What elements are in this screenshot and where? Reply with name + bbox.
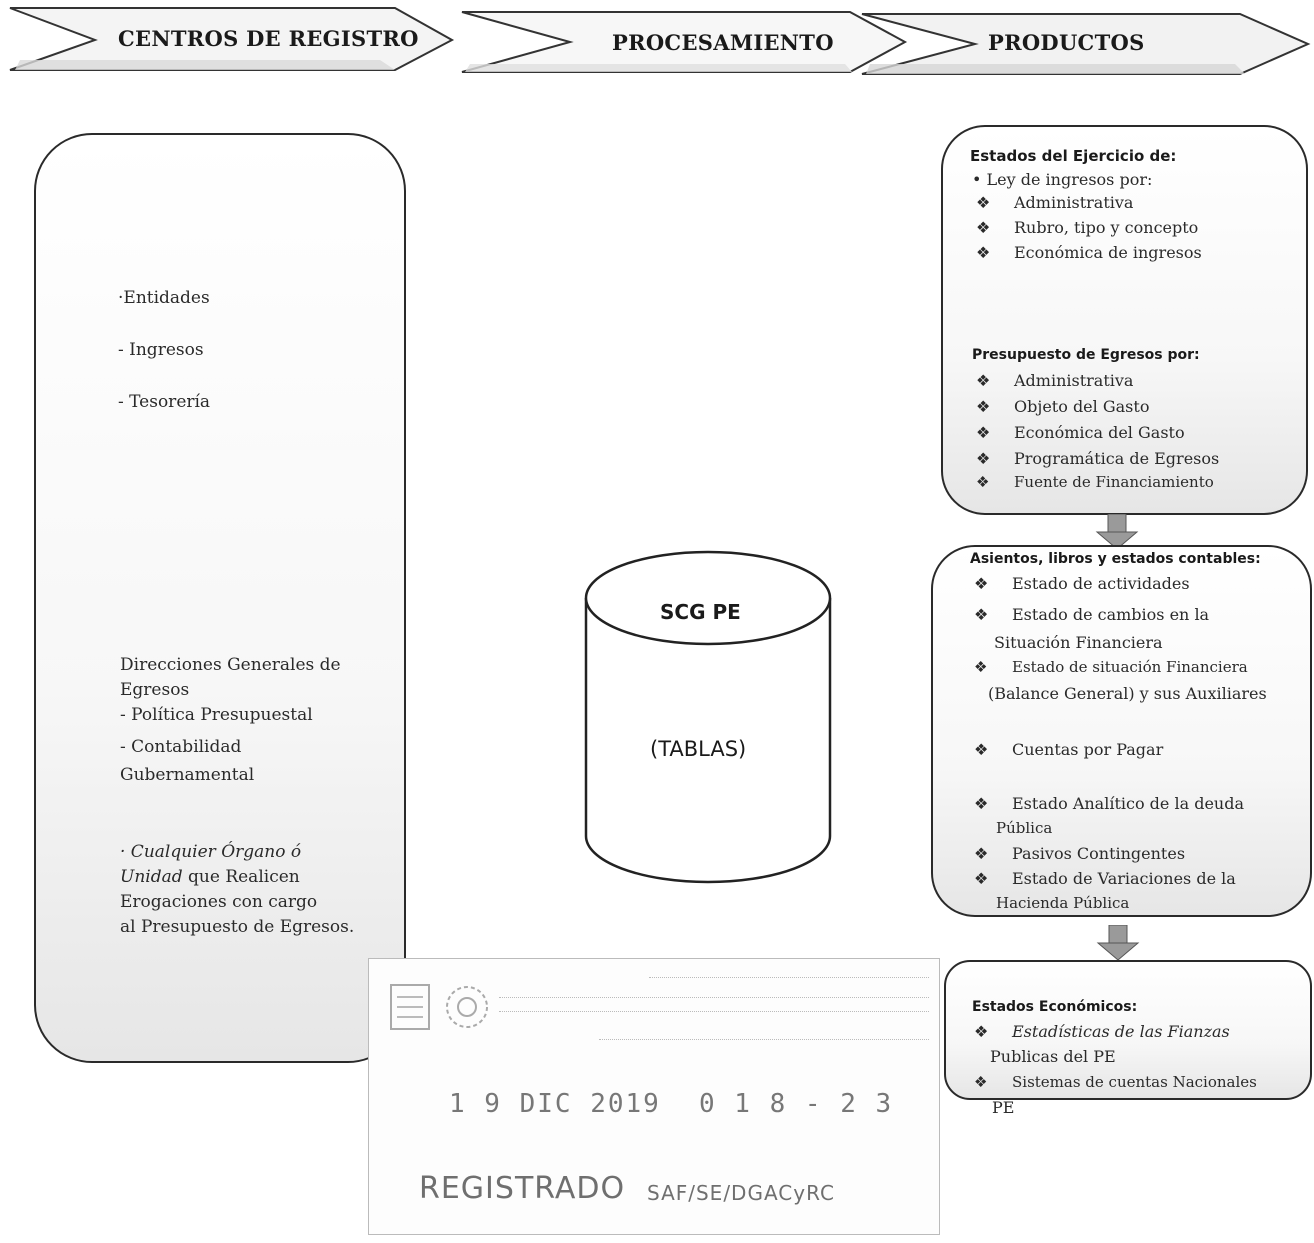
- estados-del-ejercicio-box: [941, 125, 1308, 515]
- stamp-small-text-4: [599, 1039, 929, 1043]
- bullet-icon: ❖: [974, 794, 989, 813]
- contabilidad-line2: Gubernamental: [120, 765, 255, 785]
- cualquier-organo: · Cualquier Órgano ó: [120, 842, 302, 862]
- seal-logo-icon: [390, 984, 488, 1030]
- direcciones-line2: Egresos: [120, 680, 190, 700]
- unidad-italic: Unidad: [120, 867, 183, 887]
- box1-title: Estados del Ejercicio de:: [970, 147, 1177, 165]
- box1-pres-item-0: ❖Administrativa: [976, 371, 1134, 390]
- stamp-small-text-2: [499, 997, 929, 1001]
- box3-item-2a: ❖Sistemas de cuentas Nacionales: [974, 1073, 1257, 1091]
- bullet-icon: ❖: [976, 243, 991, 262]
- bullet-icon: ❖: [976, 218, 991, 237]
- centros-de-registro-box: [34, 133, 406, 1063]
- bullet-icon: ❖: [976, 473, 990, 491]
- contabilidad-line1: - Contabilidad: [120, 737, 242, 757]
- box1-ley-item-0: ❖Administrativa: [976, 193, 1134, 212]
- down-arrow-icon: [1096, 925, 1140, 961]
- box1-presupuesto-title: Presupuesto de Egresos por:: [972, 347, 1200, 363]
- stamp-registrado: REGISTRADO: [419, 1171, 626, 1206]
- stamp-folio: 0 1 8 - 2 3: [699, 1089, 894, 1119]
- box2-item-7a: ❖Estado de Variaciones de la: [974, 869, 1236, 888]
- database-cylinder-icon: [584, 550, 832, 884]
- bullet-icon: ❖: [974, 658, 988, 676]
- stamp-date: 1 9 DIC 2019: [449, 1089, 661, 1119]
- box2-item-4: ❖Cuentas por Pagar: [974, 740, 1164, 759]
- box2-item-2b: Situación Financiera: [994, 633, 1163, 652]
- header-arrows: [9, 7, 1311, 75]
- stamp-small-text-3: [499, 1011, 929, 1015]
- bullet-icon: ❖: [974, 1022, 989, 1041]
- box1-ley-item-2: ❖Económica de ingresos: [976, 243, 1202, 262]
- bullet-icon: ❖: [974, 574, 989, 593]
- asientos-libros-box: [931, 545, 1312, 917]
- que-realicen: que Realicen: [182, 867, 300, 887]
- item-ingresos: - Ingresos: [118, 340, 204, 360]
- bullet-icon: ❖: [976, 397, 991, 416]
- bullet-icon: ❖: [974, 869, 989, 888]
- step-centros-de-registro-label: CENTROS DE REGISTRO: [118, 26, 419, 51]
- box1-ley: • Ley de ingresos por:: [972, 170, 1153, 189]
- box2-item-5b: Pública: [996, 819, 1053, 837]
- box2-item-1: ❖Estado de actividades: [974, 574, 1190, 593]
- box2-item-2a: ❖Estado de cambios en la: [974, 605, 1210, 624]
- bullet-icon: ❖: [976, 423, 991, 442]
- box3-title: Estados Económicos:: [972, 999, 1138, 1015]
- box2-item-6: ❖Pasivos Contingentes: [974, 844, 1186, 863]
- box1-pres-item-4: ❖Fuente de Financiamiento: [976, 473, 1214, 491]
- step-procesamiento-label: PROCESAMIENTO: [612, 30, 834, 55]
- direcciones-line1: Direcciones Generales de: [120, 655, 341, 675]
- unidad-line: Unidad que Realicen: [120, 866, 300, 889]
- item-tesoreria: - Tesorería: [118, 392, 211, 412]
- box3-item-1b: Publicas del PE: [990, 1047, 1116, 1066]
- stamp-office: SAF/SE/DGACyRC: [647, 1181, 835, 1205]
- database-subtitle: (TABLAS): [650, 737, 747, 761]
- bullet-icon: ❖: [976, 449, 991, 468]
- bullet-icon: ❖: [974, 740, 989, 759]
- bullet-icon: ❖: [974, 605, 989, 624]
- bullet-icon: ❖: [974, 844, 989, 863]
- step-productos-label: PRODUCTOS: [988, 30, 1145, 55]
- registration-stamp: 1 9 DIC 2019 0 1 8 - 2 3 REGISTRADO SAF/…: [368, 958, 940, 1235]
- bullet-icon: ❖: [976, 193, 991, 212]
- box1-pres-item-2: ❖Económica del Gasto: [976, 423, 1185, 442]
- box3-item-2b: PE: [992, 1098, 1015, 1117]
- estados-economicos-box: [944, 960, 1312, 1100]
- box1-ley-item-1: ❖Rubro, tipo y concepto: [976, 218, 1199, 237]
- box1-pres-item-3: ❖Programática de Egresos: [976, 449, 1220, 468]
- box1-pres-item-1: ❖Objeto del Gasto: [976, 397, 1150, 416]
- box2-item-3a: ❖Estado de situación Financiera: [974, 658, 1248, 676]
- box2-title: Asientos, libros y estados contables:: [970, 551, 1261, 567]
- stamp-small-text-1: [649, 977, 929, 981]
- erogaciones: Erogaciones con cargo: [120, 892, 318, 912]
- politica-presupuestal: - Política Presupuestal: [120, 705, 313, 725]
- box2-item-3b: (Balance General) y sus Auxiliares: [988, 684, 1267, 703]
- al-presupuesto: al Presupuesto de Egresos.: [120, 917, 355, 937]
- bullet-icon: ❖: [976, 371, 991, 390]
- bullet-icon: ❖: [974, 1073, 988, 1091]
- database-name: SCG PE: [660, 600, 741, 624]
- down-arrow-icon: [1095, 514, 1139, 550]
- item-entidades: ·Entidades: [118, 288, 210, 308]
- box2-item-5a: ❖Estado Analítico de la deuda: [974, 794, 1245, 813]
- box3-item-1a: ❖Estadísticas de las Fianzas: [974, 1022, 1230, 1041]
- box2-item-7b: Hacienda Pública: [996, 894, 1130, 912]
